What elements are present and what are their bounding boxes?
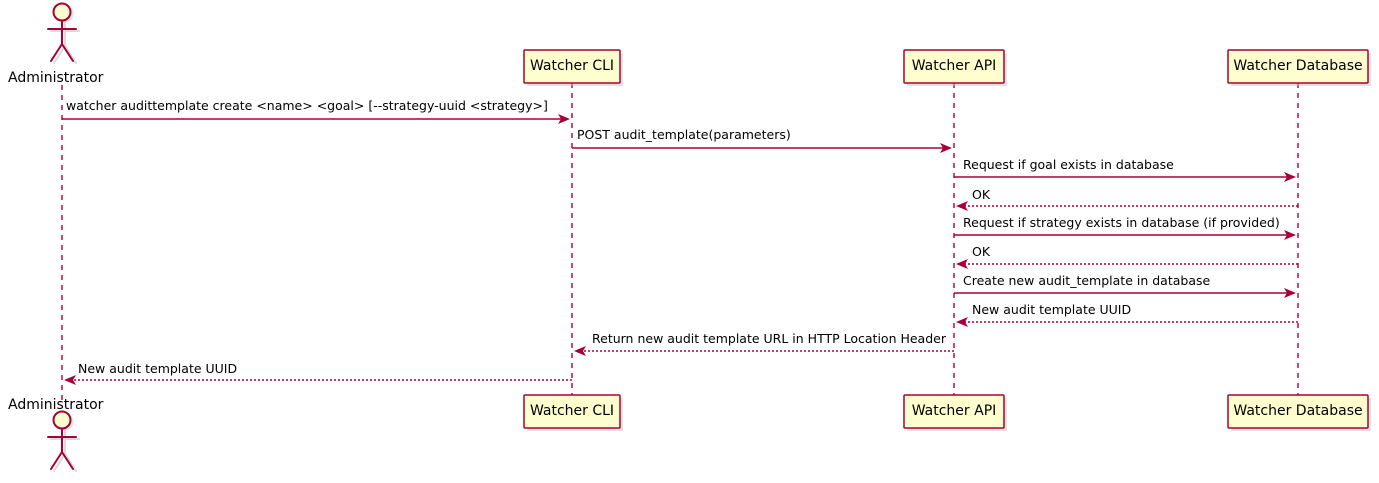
- participant-boxes-bottom: [523, 394, 1371, 431]
- participant-box-watcher-cli-top: [523, 49, 621, 84]
- message-arrow-9: [574, 346, 954, 356]
- participant-label-watcher-api-bottom: Watcher API: [911, 403, 997, 419]
- message-arrow-6: [956, 259, 1298, 269]
- participant-label-watcher-database-top: Watcher Database: [1233, 58, 1363, 74]
- message-arrow-4: [956, 201, 1298, 211]
- actor-administrator-top: [47, 2, 80, 64]
- message-arrow-1: [62, 114, 570, 124]
- participant-box-watcher-api-top: [903, 49, 1005, 84]
- participant-label-watcher-cli-top: Watcher CLI: [529, 58, 615, 74]
- actor-label-administrator-bottom: Administrator: [8, 397, 104, 413]
- participant-label-watcher-database-bottom: Watcher Database: [1233, 403, 1363, 419]
- message-arrow-2: [572, 143, 952, 153]
- participant-label-watcher-cli-bottom: Watcher CLI: [529, 403, 615, 419]
- actor-label-administrator-top: Administrator: [8, 70, 104, 86]
- participant-box-watcher-cli-bottom: [523, 394, 621, 429]
- actor-administrator-bottom: [47, 410, 80, 472]
- participant-box-watcher-database-bottom: [1227, 394, 1369, 429]
- participant-box-watcher-database-top: [1227, 49, 1369, 84]
- lifelines: [61, 83, 1299, 403]
- participant-label-watcher-api-top: Watcher API: [911, 58, 997, 74]
- message-arrow-7: [954, 288, 1296, 298]
- message-arrow-5: [954, 230, 1296, 240]
- message-arrow-3: [954, 172, 1296, 182]
- participant-boxes-top: [523, 49, 1371, 86]
- message-arrow-8: [956, 317, 1298, 327]
- participant-box-watcher-api-bottom: [903, 394, 1005, 429]
- message-arrow-10: [64, 375, 572, 385]
